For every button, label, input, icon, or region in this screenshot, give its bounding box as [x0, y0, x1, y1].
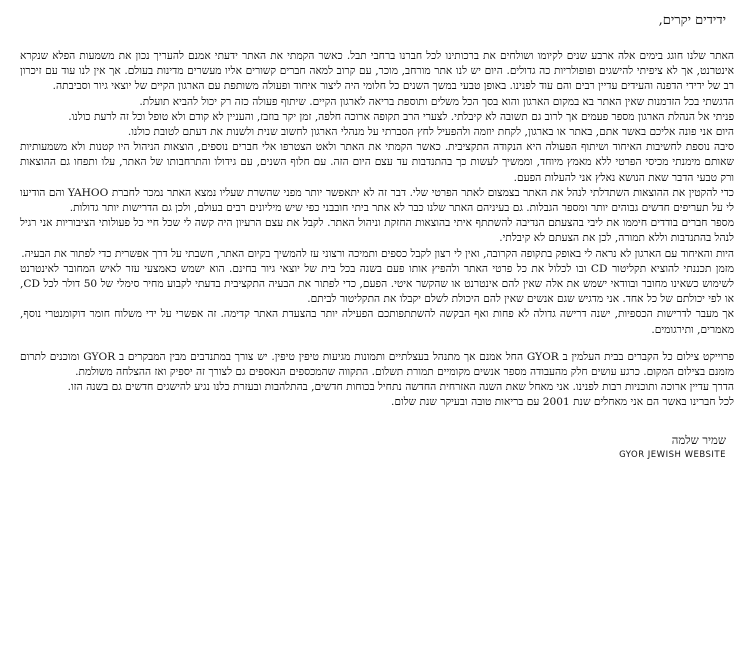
signature-org: GYOR JEWISH WEBSITE: [619, 449, 726, 460]
signature-name: שמיר שלמה: [671, 432, 726, 447]
paragraph-solution: היות והאיחוד עם הארגון לא נראה לי באופק …: [21, 247, 734, 260]
paragraph-emphasis: הדגשתי בכל הזדמנות שאין האתר בא במקום הא…: [139, 95, 734, 108]
paragraph-new-year: הדרך עדיין ארוכה ותוכניות רבות לפנינו. א…: [67, 381, 734, 394]
letter-greeting: ידידים יקרים,: [658, 13, 726, 28]
paragraph-hosting: כדי להקטין את ההוצאות השתדלתי לנהל את הא…: [20, 186, 734, 215]
paragraph-cemetery-project: פרוייקט צילום כל הקברים בבית העלמין ב GY…: [20, 350, 735, 379]
spacer: [20, 338, 734, 350]
paragraph-wishes: לכל חברינו באשר הם אני מאחלים שנת 2001 ע…: [391, 396, 734, 409]
paragraph-donors: מספר חברים בודדים חיממו את ליבי בהצעתם ה…: [20, 217, 734, 245]
paragraph-call-to-action: היום אני פונה אליכם באשר אתם, באתר או בא…: [127, 126, 734, 139]
paragraph-cd-plan: מזמן תכננתי להוציא תקליטור CD ובו לכלול …: [20, 262, 735, 306]
signature-block: שמיר שלמה GYOR JEWISH WEBSITE: [20, 433, 734, 462]
paragraph-intro: האתר שלנו חוגג בימים אלה ארבע שנים לקיומ…: [20, 50, 734, 93]
paragraph-participation: אך מעבר לדרישות הכספיות, ישנה דרישה גדול…: [20, 308, 734, 336]
paragraph-appeal-management: פניתי אל הנהלת הארגון מספר פעמים אך לרוב…: [68, 110, 734, 123]
paragraph-budget: סיבה נוספת לחשיבות האיחוד ושיתוף הפעולה …: [20, 141, 734, 184]
